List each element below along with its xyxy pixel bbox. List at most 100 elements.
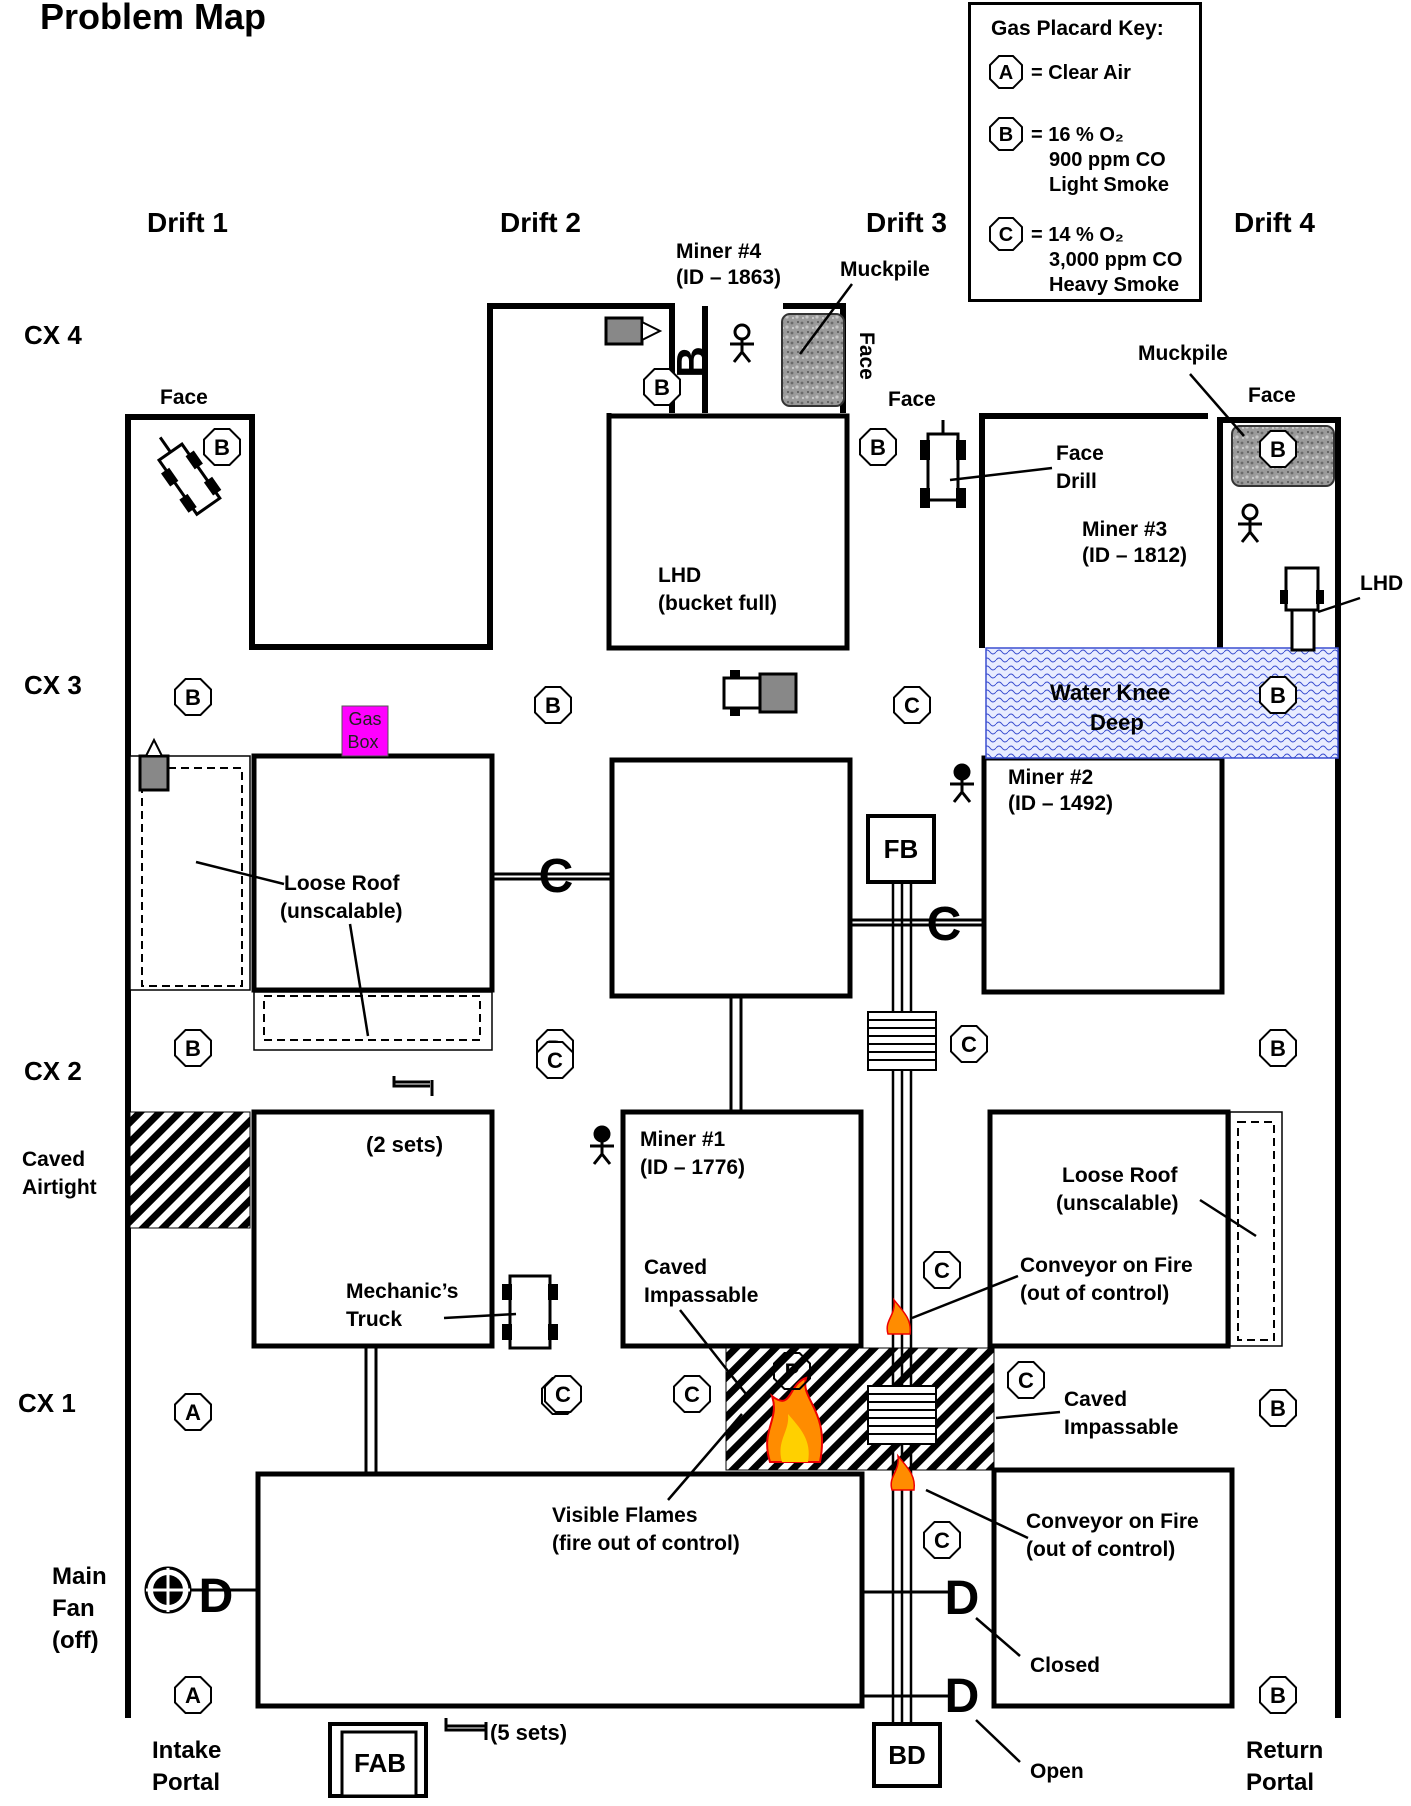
two-sets-label: (2 sets) [366, 1132, 443, 1157]
placard-letter: B [185, 1036, 201, 1061]
placard-letter: B [1270, 1036, 1286, 1061]
placard-letter: B [1270, 1396, 1286, 1421]
placard-c-icon: C [950, 1025, 988, 1063]
miner-4-id: (ID – 1863) [676, 266, 781, 289]
placard-b-icon: B [1259, 1676, 1297, 1714]
placard-b-icon: B [203, 428, 241, 466]
pillar-cx1-main [255, 1471, 865, 1709]
face-label-d4: Face [1248, 384, 1296, 407]
placard-letter: C [555, 1382, 571, 1407]
bd-box [872, 1722, 942, 1788]
placard-c-icon: C [1007, 1361, 1045, 1399]
loader-drift1-icon [138, 737, 170, 792]
caved-airtight-area [129, 1111, 251, 1229]
placard-letter: C [934, 1528, 950, 1553]
placard-a-icon: A [174, 1676, 212, 1714]
door-d-closed: D [945, 1572, 980, 1625]
muckpile-drift3 [781, 313, 845, 407]
placard-letter: C [684, 1382, 700, 1407]
placard-b-icon: B [643, 368, 681, 406]
key-b-line-1: = 16 % O₂ [1031, 124, 1124, 146]
conveyor-fire-label-1a: Conveyor on Fire [1020, 1254, 1193, 1277]
placard-letter: B [545, 693, 561, 718]
placard-c-icon: C [544, 1375, 582, 1413]
flame-large-icon [766, 1376, 823, 1463]
fb-label: FB [884, 834, 919, 864]
placard-letter: C [1018, 1368, 1034, 1393]
loose-roof-label-2a: Loose Roof [1062, 1164, 1178, 1187]
placard-letter: P [785, 1359, 800, 1384]
door-d-open: D [945, 1670, 980, 1723]
cx1-label: CX 1 [18, 1388, 76, 1418]
placard-letter: B [214, 435, 230, 460]
mine-outline [125, 303, 1341, 1718]
stopping-c-drift3: C [927, 898, 962, 951]
placard-letter: C [547, 1048, 563, 1073]
placard-c-icon: C [893, 686, 931, 724]
svg-text:C: C [999, 224, 1013, 246]
loose-roof-label-2b: (unscalable) [1056, 1192, 1179, 1215]
mechanics-truck-label-1: Mechanic’s [346, 1280, 458, 1303]
air-lines [155, 872, 984, 1698]
fab-label: FAB [354, 1748, 406, 1778]
main-fan-label-2: Fan [52, 1595, 95, 1622]
muckpile-label-d3: Muckpile [840, 258, 930, 281]
rail-sets-icon [392, 1076, 488, 1740]
fb-box [866, 814, 936, 884]
miner-1-name: Miner #1 [640, 1128, 726, 1151]
miner-3-name: Miner #3 [1082, 518, 1167, 541]
placard-letter: B [185, 685, 201, 710]
visible-flames-label-2: (fire out of control) [552, 1532, 740, 1555]
gas-box [341, 705, 389, 757]
pillar-d3-d4-cx1 [991, 1467, 1235, 1709]
miner-1-id: (ID – 1776) [640, 1156, 745, 1179]
cx2-label: CX 2 [24, 1056, 82, 1086]
mechanics-truck-icon [502, 1274, 558, 1350]
face-drill-label-1: Face [1056, 442, 1104, 465]
placard-b-icon: B [1259, 1029, 1297, 1067]
placard-b-icon: B [1259, 430, 1297, 468]
key-title: Gas Placard Key: [991, 17, 1164, 40]
leader-arrows [195, 283, 1361, 1763]
water-label-2: Deep [1090, 710, 1144, 735]
placard-p-icon: P [773, 1352, 811, 1390]
fab-box [328, 1722, 428, 1798]
drift-3-label: Drift 3 [866, 207, 947, 238]
main-fan-label-1: Main [52, 1563, 107, 1590]
miner-2-icon [950, 763, 974, 803]
gas-placards: BBBBBBBBCBBCBCCACCCCBACBP [174, 368, 1297, 1714]
key-a-line-1: = Clear Air [1031, 62, 1131, 84]
placard-letter: C [904, 693, 920, 718]
lhd-bucket-label-1: LHD [658, 564, 701, 587]
placard-letter: C [934, 1258, 950, 1283]
caved-impassable-area [725, 1347, 995, 1471]
face-drill-label-2: Drill [1056, 470, 1097, 493]
face-drill-drift3-icon [920, 420, 966, 508]
open-label: Open [1030, 1760, 1084, 1783]
conveyor-fire-label-2b: (out of control) [1026, 1538, 1175, 1561]
miner-3-icon [1238, 503, 1262, 543]
water-label-1: Water Knee [1050, 680, 1170, 705]
fire-icons [766, 1297, 916, 1491]
face-label-d3: Face [888, 388, 936, 411]
placard-letter: A [185, 1683, 201, 1708]
pillar-d1-d2-cx3 [251, 753, 495, 993]
face-drill-drift1-icon [156, 436, 222, 517]
closed-label: Closed [1030, 1654, 1100, 1677]
main-fan-icon [144, 1566, 192, 1614]
gas-box-label-1: Gas [348, 709, 381, 729]
key-c-line-3: Heavy Smoke [1049, 274, 1180, 296]
face-label-top: Face [855, 332, 878, 380]
placard-b-icon: B [859, 428, 897, 466]
placard-b-icon: B [174, 678, 212, 716]
placard-letter: B [1270, 1683, 1286, 1708]
gas-box-label-2: Box [347, 732, 378, 752]
placard-a-icon: A [174, 1393, 212, 1431]
five-sets-label: (5 sets) [490, 1720, 567, 1745]
placard-b-icon: B [989, 117, 1023, 151]
conveyor-fire-label-2a: Conveyor on Fire [1026, 1510, 1199, 1533]
cx3-label: CX 3 [24, 670, 82, 700]
placard-b-icon: B [1259, 676, 1297, 714]
door-d-fan: D [199, 1570, 234, 1623]
